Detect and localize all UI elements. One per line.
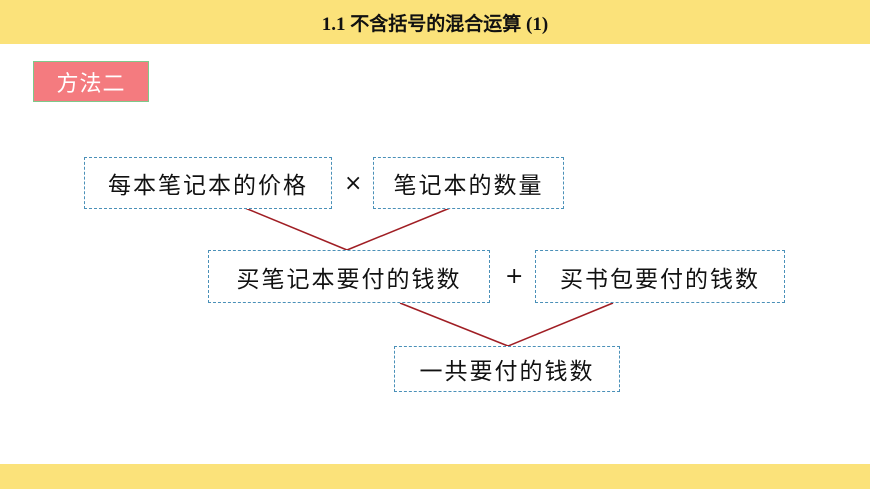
box-bag-cost: 买书包要付的钱数 (535, 250, 785, 303)
header-bar: 1.1 不含括号的混合运算 (1) (0, 0, 870, 44)
connector-line (399, 302, 509, 347)
footer-bar (0, 464, 870, 489)
connector-line (244, 207, 348, 251)
connector-line (507, 302, 614, 347)
box-price-per-notebook: 每本笔记本的价格 (84, 157, 332, 209)
box-notebook-count: 笔记本的数量 (373, 157, 564, 209)
method-label: 方法二 (33, 61, 149, 102)
box-total-cost: 一共要付的钱数 (394, 346, 620, 392)
box-notebook-cost: 买笔记本要付的钱数 (208, 250, 490, 303)
lesson-title: 1.1 不含括号的混合运算 (1) (321, 13, 549, 35)
plus-operator: + (505, 264, 524, 289)
multiply-operator: × (344, 171, 363, 196)
connector-line (346, 207, 451, 251)
